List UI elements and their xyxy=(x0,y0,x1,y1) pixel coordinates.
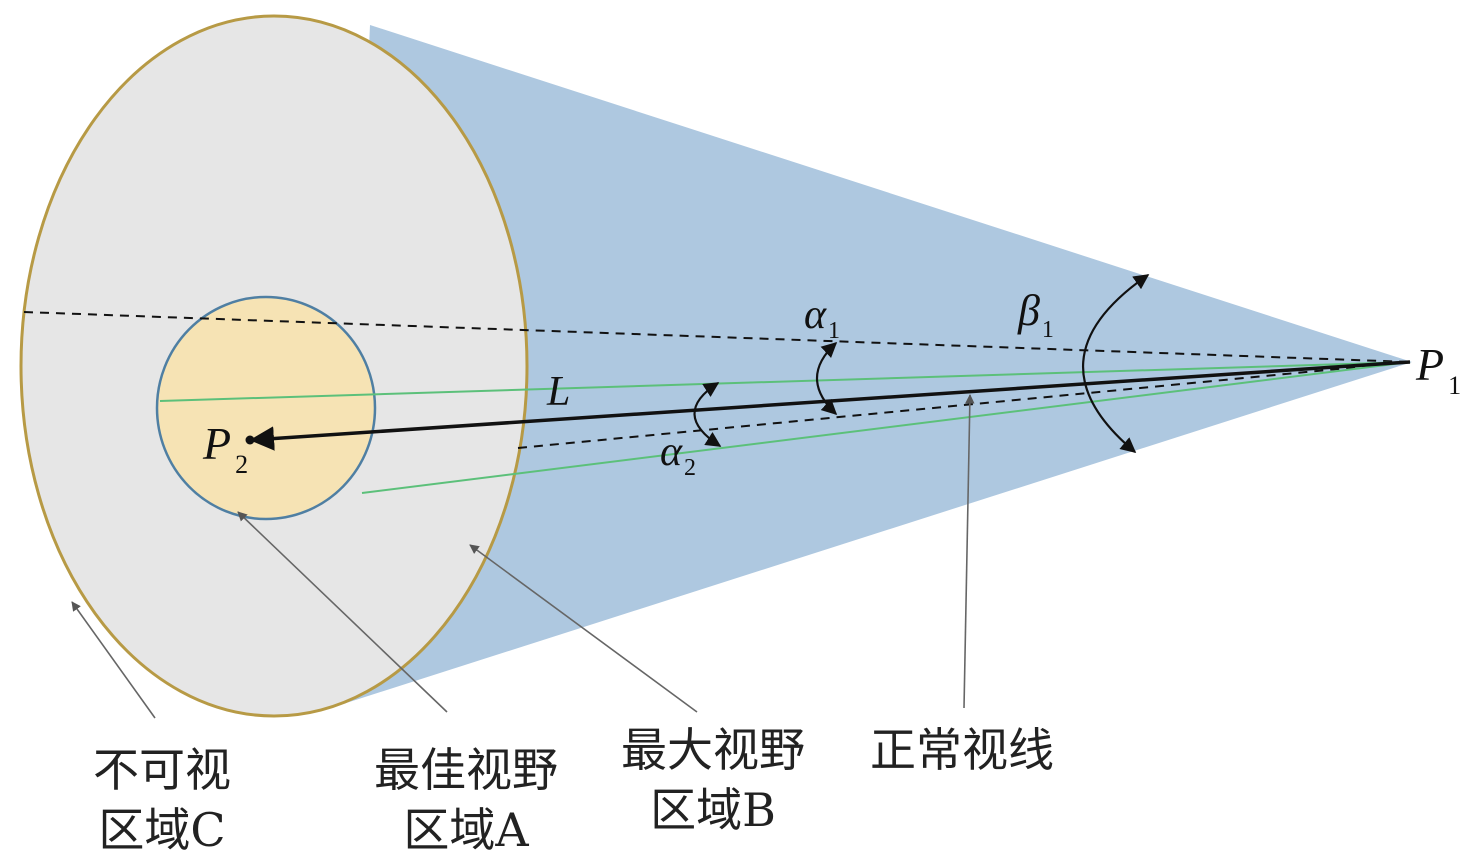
green-upper-line xyxy=(159,361,1411,402)
pointer-region-c xyxy=(71,601,156,719)
view-cone xyxy=(340,25,1412,705)
alpha2-label: α2 xyxy=(660,429,696,481)
beta1-label: β1 xyxy=(1017,286,1054,343)
label-best-line1: 最佳视野 xyxy=(374,743,558,797)
pointer-region-b xyxy=(469,544,698,713)
alpha1-label: α1 xyxy=(804,292,840,344)
label-sightline: 正常视线 xyxy=(870,723,1054,777)
inner-disc-region-a xyxy=(155,295,377,521)
horizontal-dashed-line xyxy=(23,311,1411,363)
label-max-line1: 最大视野 xyxy=(621,723,805,777)
label-invisible-line2: 区域C xyxy=(98,803,225,857)
label-max-line2: 区域B xyxy=(650,783,776,837)
point-p2 xyxy=(245,435,255,445)
pointer-region-a xyxy=(237,511,448,713)
beta1-arc xyxy=(1082,274,1150,453)
green-lower-line xyxy=(361,361,1411,494)
l-label: L xyxy=(546,369,570,415)
alpha2-arc xyxy=(693,382,722,447)
label-best-line2: 区域A xyxy=(403,803,529,857)
label-invisible-line1: 不可视 xyxy=(93,743,231,797)
lower-dashed-line xyxy=(517,361,1411,449)
alpha1-arc xyxy=(815,341,838,416)
pointer-sightline xyxy=(963,394,975,709)
